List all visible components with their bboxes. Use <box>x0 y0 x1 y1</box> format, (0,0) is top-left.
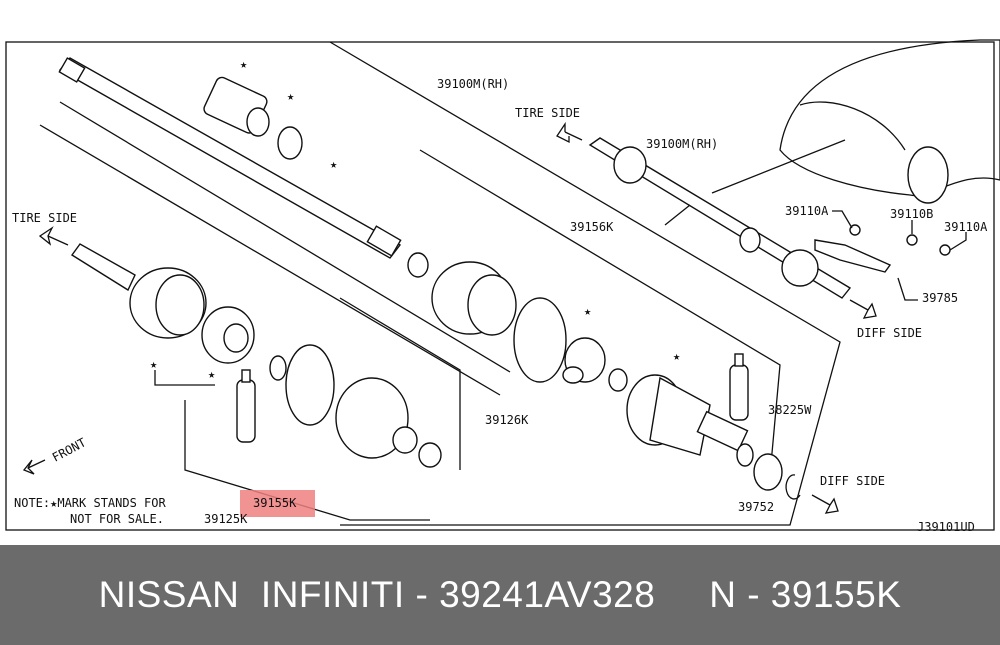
label-diff-side-bottom: DIFF SIDE <box>820 474 885 488</box>
outer-cv-joint <box>70 243 255 364</box>
label-39785[interactable]: 39785 <box>922 291 958 305</box>
bracket-and-bolts <box>814 224 951 273</box>
star-mark: ★ <box>673 349 680 363</box>
star-mark: ★ <box>584 304 591 318</box>
label-39110B[interactable]: 39110B <box>890 207 933 221</box>
tire-side-arrow-top <box>556 121 583 144</box>
grease-tube-right <box>729 353 749 421</box>
label-38225W[interactable]: 38225W <box>768 403 812 417</box>
car-front-illustration <box>779 39 1000 204</box>
label-diff-side-top: DIFF SIDE <box>857 326 922 340</box>
label-39126K[interactable]: 39126K <box>485 413 529 427</box>
label-39100M-top[interactable]: 39100M(RH) <box>437 77 509 91</box>
grease-tube-left <box>236 369 256 443</box>
label-39155K[interactable]: 39155K <box>253 496 297 510</box>
circlip <box>269 355 287 381</box>
label-front: FRONT <box>50 435 88 464</box>
label-39125K[interactable]: 39125K <box>204 512 248 526</box>
complete-drive-shaft <box>588 137 852 299</box>
label-39110A-right[interactable]: 39110A <box>944 220 988 234</box>
inner-cv-housing <box>626 374 754 467</box>
tire-side-arrow-left <box>38 226 69 246</box>
diff-side-arrow-bottom <box>811 494 839 514</box>
seal-ring <box>753 453 783 491</box>
part-number-banner: NISSAN INFINITI - 39241AV328 N - 39155K <box>0 545 1000 645</box>
label-tire-side-top: TIRE SIDE <box>515 106 580 120</box>
banner-text: NISSAN INFINITI - 39241AV328 N - 39155K <box>98 574 902 615</box>
diff-side-arrow-top <box>849 299 877 319</box>
star-mark: ★ <box>240 57 247 71</box>
highlight-box <box>240 490 315 517</box>
pointer-line <box>711 139 846 194</box>
diagram-frame <box>5 41 995 531</box>
boot-tire-side <box>335 377 442 468</box>
circlip-right <box>785 474 801 500</box>
star-mark: ★ <box>330 157 337 171</box>
star-mark: ★ <box>208 367 215 381</box>
note-line-2: NOT FOR SALE. <box>70 512 164 526</box>
boot-diff-side <box>407 252 567 383</box>
label-tire-side-left: TIRE SIDE <box>12 211 77 225</box>
tripod-joint <box>562 337 606 384</box>
star-mark: ★ <box>287 89 294 103</box>
inner-shaft <box>58 57 402 259</box>
damper <box>203 76 303 160</box>
label-39100M-right[interactable]: 39100M(RH) <box>646 137 718 151</box>
label-39752[interactable]: 39752 <box>738 500 774 514</box>
front-arrow <box>22 459 46 475</box>
parts-diagram: ★ ★ ★ ★ ★ ★ ★ <box>5 39 1000 534</box>
label-39156K[interactable]: 39156K <box>570 220 614 234</box>
assembly-outline <box>329 41 841 526</box>
diagram-code: J39101UD <box>917 520 975 534</box>
label-39110A-left[interactable]: 39110A <box>785 204 829 218</box>
note-line-1: NOTE:★MARK STANDS FOR <box>14 496 166 510</box>
snap-ring <box>608 368 628 392</box>
star-mark: ★ <box>150 357 157 371</box>
boot-band <box>285 344 335 426</box>
